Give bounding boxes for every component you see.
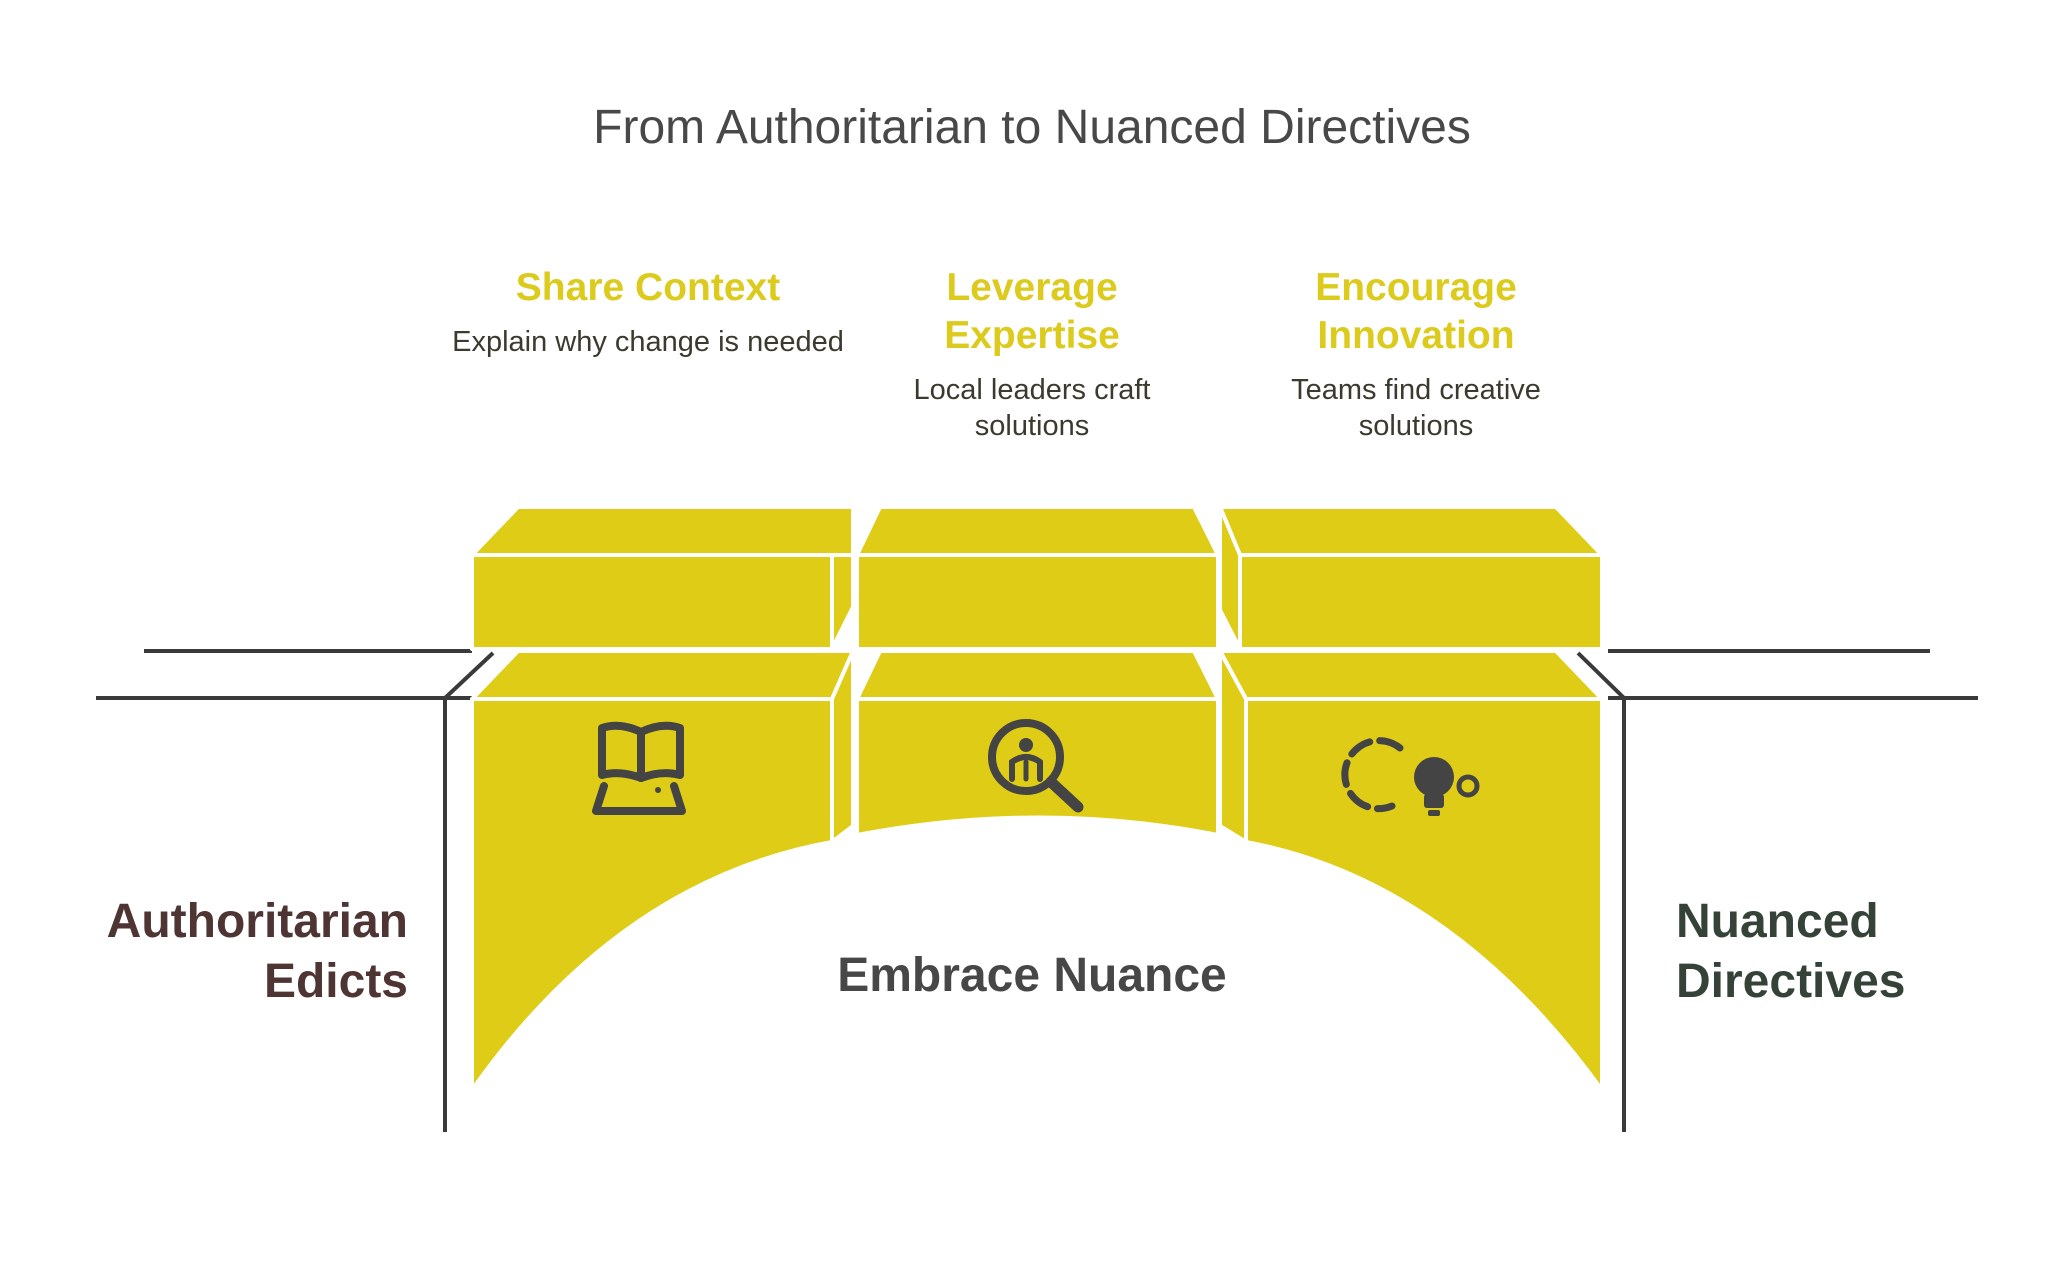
left-abutment-line bbox=[443, 651, 495, 1132]
step-description: Local leaders craft solutions bbox=[913, 374, 1151, 442]
arch-stone-left bbox=[470, 649, 855, 1092]
step-encourage-innovation: Encourage Innovation Teams find creative… bbox=[1260, 264, 1572, 444]
step-title: Encourage Innovation bbox=[1315, 266, 1517, 357]
lightbulb-refresh-icon bbox=[1341, 737, 1480, 816]
step-description: Explain why change is needed bbox=[452, 326, 844, 358]
left-label: Authoritarian Edicts bbox=[106, 895, 408, 1008]
right-abutment-line bbox=[1576, 651, 1626, 1132]
right-label: Nuanced Directives bbox=[1676, 895, 1906, 1008]
step-title: Leverage Expertise bbox=[944, 266, 1120, 357]
upper-block-leverage-expertise bbox=[855, 505, 1220, 651]
step-description: Teams find creative solutions bbox=[1291, 374, 1541, 442]
step-leverage-expertise: Leverage Expertise Local leaders craft s… bbox=[870, 264, 1194, 444]
open-book-tablet-icon bbox=[592, 721, 686, 815]
upper-block-encourage-innovation bbox=[1218, 505, 1604, 651]
step-share-context: Share Context Explain why change is need… bbox=[452, 264, 844, 360]
upper-block-share-context bbox=[470, 505, 855, 651]
center-label: Embrace Nuance bbox=[837, 949, 1227, 1002]
magnifier-expertise-icon bbox=[988, 719, 1084, 813]
bank-lines bbox=[96, 649, 1978, 1132]
step-title: Share Context bbox=[515, 266, 781, 309]
bridge-blocks bbox=[470, 505, 1604, 1092]
arch-stone-right bbox=[1218, 649, 1604, 1092]
arch-stone-center bbox=[855, 649, 1220, 837]
diagram-title: From Authoritarian to Nuanced Directives bbox=[593, 101, 1471, 154]
